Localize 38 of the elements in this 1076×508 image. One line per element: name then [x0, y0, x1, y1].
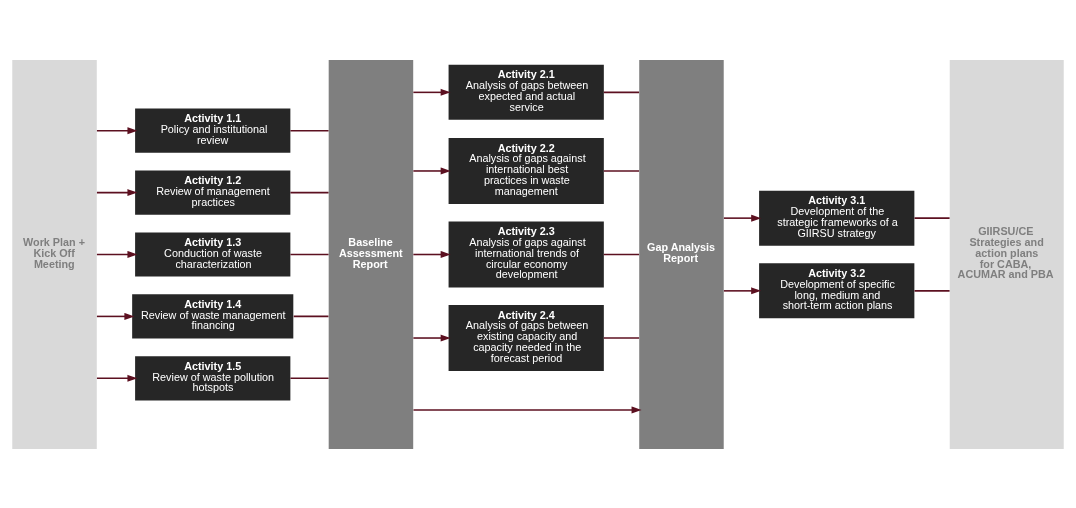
connector: [603, 336, 640, 339]
arrow: [412, 166, 451, 174]
node-box: Activity 1.3 Conduction of waste characterization: [135, 231, 291, 277]
node-box: Activity 3.1 Development of the strategic frameworks of a GIIRSU strategy: [759, 190, 915, 246]
connector: [289, 253, 330, 255]
node-box: Activity 2.3 Analysis of gaps against international trends of circular economy development: [448, 221, 604, 287]
arrow: [96, 126, 138, 134]
connector: [289, 129, 330, 131]
connector: [289, 191, 330, 193]
arrow: [96, 250, 138, 258]
arrow: [723, 214, 762, 222]
connector: [603, 169, 640, 172]
node-box: Activity 3.2 Development of specific long, medium and short-term action plans: [759, 262, 915, 318]
arrow: [723, 286, 762, 294]
connector: [289, 377, 330, 379]
node-box: Activity 2.1 Analysis of gaps between expected and actual service: [448, 64, 604, 120]
node-box: Activity 2.2 Analysis of gaps against international best practices in waste management: [448, 137, 604, 204]
node-box: Work Plan + Kick Off Meeting: [12, 59, 97, 449]
connector: [292, 315, 330, 317]
arrow: [96, 312, 135, 320]
arrow: [412, 334, 451, 342]
arrow: [412, 406, 642, 414]
arrow: [96, 188, 138, 196]
node-box: Activity 2.4 Analysis of gaps between existing capacity and capacity needed in the forecast period: [448, 304, 604, 371]
arrow: [412, 88, 451, 96]
node-box: Baseline Assessment Report: [328, 59, 414, 449]
connector: [603, 91, 640, 93]
node-box: Gap Analysis Report: [639, 59, 724, 449]
node-box: GIIRSU/CE Strategies and action plans for CABA, ACUMAR and PBA: [949, 59, 1064, 449]
node-box: Activity 1.1 Policy and institutional review: [135, 108, 291, 153]
connector: [603, 253, 640, 255]
node-box: Activity 1.4 Review of waste management financing: [132, 293, 294, 338]
arrow: [96, 374, 138, 382]
connector: [913, 289, 951, 292]
arrow: [412, 250, 451, 258]
node-box: Activity 1.5 Review of waste pollution hotspots: [135, 355, 291, 400]
node-box: Activity 1.2 Review of management practices: [135, 170, 291, 215]
connector: [913, 216, 951, 219]
